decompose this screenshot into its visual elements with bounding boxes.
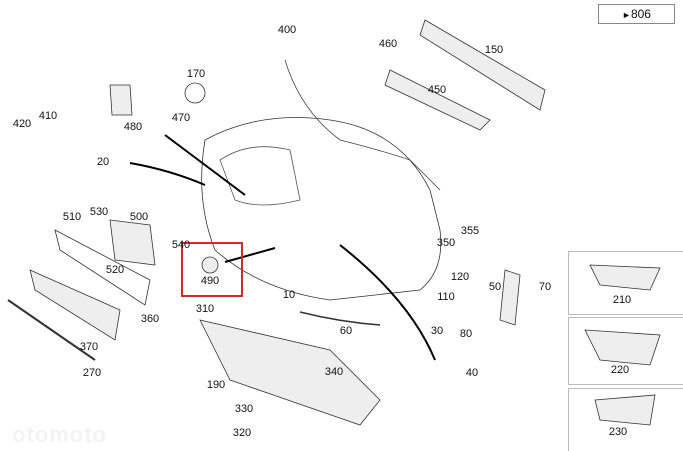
arrow-20 xyxy=(129,162,206,186)
part-label[interactable]: 50 xyxy=(488,281,502,293)
part-label[interactable]: 510 xyxy=(62,211,82,223)
part-label[interactable]: 330 xyxy=(234,403,254,415)
bracket-50 xyxy=(499,269,521,326)
watermark: otomoto xyxy=(12,422,107,447)
part-label[interactable]: 210 xyxy=(612,294,632,306)
emblem-170 xyxy=(184,82,206,104)
part-label[interactable]: 150 xyxy=(484,44,504,56)
part-label[interactable]: 80 xyxy=(459,328,473,340)
part-label[interactable]: 340 xyxy=(324,366,344,378)
trim-450 xyxy=(384,69,491,131)
part-label[interactable]: 470 xyxy=(171,112,191,124)
part-label[interactable]: 20 xyxy=(96,156,110,168)
part-label[interactable]: 220 xyxy=(610,364,630,376)
bumper-grille xyxy=(219,146,301,206)
part-label[interactable]: 350 xyxy=(436,237,456,249)
wiring-harness xyxy=(284,59,441,191)
part-label[interactable]: 450 xyxy=(427,84,447,96)
part-label[interactable]: 370 xyxy=(79,341,99,353)
part-label[interactable]: 10 xyxy=(282,289,296,301)
part-label[interactable]: 60 xyxy=(339,325,353,337)
bracket-500 xyxy=(109,219,156,266)
part-label[interactable]: 230 xyxy=(608,426,628,438)
fog-frame-220 xyxy=(584,329,661,366)
strip-270 xyxy=(7,299,96,361)
upper-grille-150 xyxy=(419,19,546,111)
part-label[interactable]: 355 xyxy=(460,225,480,237)
part-label[interactable]: 480 xyxy=(123,121,143,133)
part-label[interactable]: 30 xyxy=(430,325,444,337)
part-label-highlighted[interactable]: 490 xyxy=(200,275,220,287)
part-label[interactable]: 110 xyxy=(437,291,455,303)
part-label[interactable]: 310 xyxy=(195,303,215,315)
lower-grille-360 xyxy=(29,269,121,341)
part-label[interactable]: 540 xyxy=(171,239,191,251)
part-label[interactable]: 500 xyxy=(129,211,149,223)
reference-number: 806 xyxy=(630,7,651,21)
part-label[interactable]: 530 xyxy=(89,206,109,218)
part-label[interactable]: 40 xyxy=(465,367,479,379)
fog-cover-230 xyxy=(594,394,656,426)
part-label[interactable]: 420 xyxy=(12,118,32,130)
part-label[interactable]: 120 xyxy=(450,271,470,283)
grille-frame-370 xyxy=(54,229,151,306)
part-label[interactable]: 170 xyxy=(186,68,206,80)
sensor-490 xyxy=(201,256,219,274)
part-label[interactable]: 190 xyxy=(206,379,226,391)
arrow-40 xyxy=(339,244,436,361)
part-label[interactable]: 410 xyxy=(38,110,58,122)
arrow-170 xyxy=(164,134,246,196)
part-label[interactable]: 270 xyxy=(82,367,102,379)
part-label[interactable]: 400 xyxy=(277,24,297,36)
part-label[interactable]: 360 xyxy=(140,313,160,325)
reference-box[interactable]: ►806 xyxy=(598,4,675,24)
strip-60 xyxy=(299,311,381,326)
part-label[interactable]: 460 xyxy=(378,38,398,50)
part-label[interactable]: 320 xyxy=(232,427,252,439)
part-label[interactable]: 520 xyxy=(105,264,125,276)
part-label[interactable]: 70 xyxy=(538,281,552,293)
underbody-310 xyxy=(199,319,381,426)
arrow-right-icon: ► xyxy=(622,10,631,20)
highlighted-part-box xyxy=(181,242,243,297)
arrow-490 xyxy=(224,247,276,263)
bracket-480 xyxy=(109,84,133,116)
grille-210 xyxy=(589,264,661,291)
